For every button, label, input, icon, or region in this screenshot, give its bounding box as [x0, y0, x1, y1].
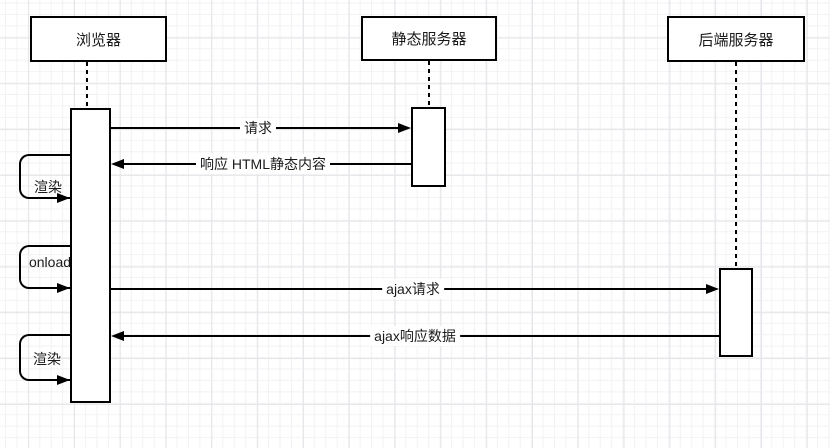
- activation-browser: [70, 108, 111, 403]
- message-ajax-response-arrowhead: [111, 331, 124, 341]
- actor-backend-server-label: 后端服务器: [698, 31, 774, 49]
- lifeline-static-server: [427, 61, 430, 107]
- message-ajax-request-label: ajax请求: [382, 279, 444, 299]
- actor-static-server-label: 静态服务器: [391, 31, 467, 48]
- actor-browser-label: 浏览器: [75, 31, 121, 49]
- self-call-render-1-label: 渲染: [34, 179, 62, 195]
- lifeline-backend-server: [734, 62, 737, 268]
- activation-backend-server: [719, 268, 753, 357]
- message-ajax-request-arrowhead: [706, 284, 719, 294]
- message-request-label: 请求: [240, 118, 276, 138]
- self-call-onload-arrowhead: [57, 283, 70, 293]
- message-request-arrowhead: [398, 123, 411, 133]
- actor-backend-server: 后端服务器: [667, 16, 805, 62]
- actor-browser: 浏览器: [30, 16, 167, 62]
- self-call-render-2-loop: [19, 334, 70, 381]
- self-call-render-1-loop: [19, 154, 70, 199]
- self-call-onload-loop: [19, 245, 70, 289]
- self-call-render-2-label: 渲染: [33, 351, 61, 367]
- message-response-label: 响应 HTML静态内容: [196, 154, 330, 174]
- self-call-render-2-arrowhead: [57, 375, 70, 385]
- self-call-onload-label: onload: [28, 254, 72, 270]
- lifeline-browser: [85, 62, 88, 108]
- self-call-render-1-arrowhead: [57, 193, 70, 203]
- message-response-arrowhead: [111, 159, 124, 169]
- actor-static-server: 静态服务器: [361, 16, 497, 61]
- message-ajax-response-label: ajax响应数据: [370, 326, 460, 346]
- activation-static-server: [411, 107, 446, 187]
